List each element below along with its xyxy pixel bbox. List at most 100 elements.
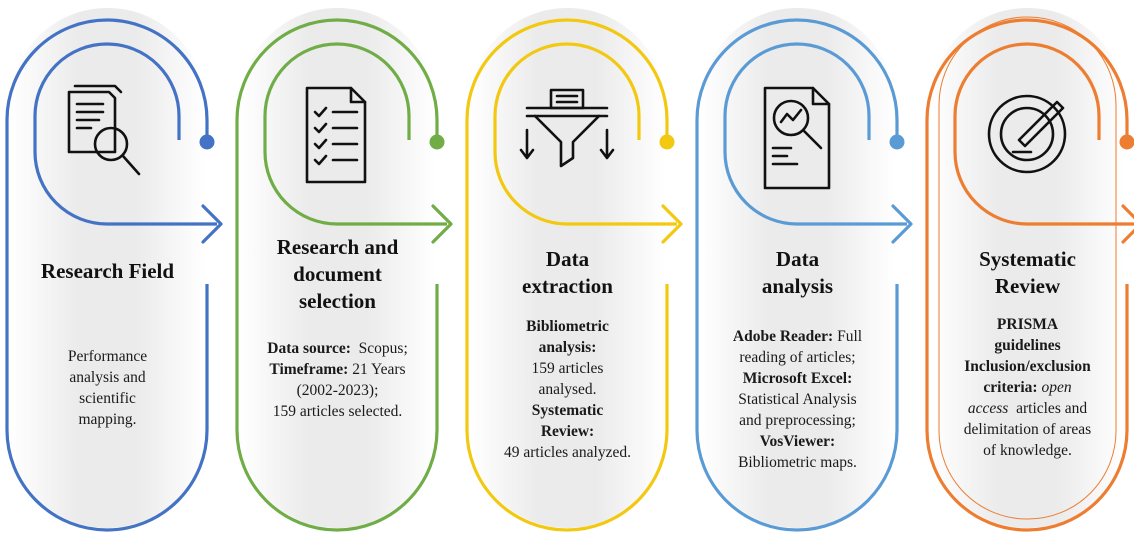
- step-description-line: Review:: [480, 421, 655, 442]
- text-segment: open: [1037, 379, 1072, 396]
- outer-arc: [235, 18, 439, 532]
- text-segment: scientific: [79, 390, 136, 407]
- step-data-analysis-graphic: [695, 8, 913, 532]
- text-segment: Scopus;: [350, 340, 408, 357]
- text-segment: 159 articles selected.: [272, 403, 403, 420]
- inner-arc: [723, 42, 907, 226]
- flow-arrow-icon: [201, 204, 223, 244]
- connector-dot: [199, 134, 215, 150]
- text-segment: Bibliometric maps.: [738, 454, 857, 471]
- text-segment: delimitation of areas: [963, 421, 1092, 438]
- step-title-line: extraction: [522, 274, 613, 298]
- flow-arrow-icon: [1121, 204, 1134, 244]
- step-description-line: mapping.: [20, 409, 195, 430]
- text-segment: 49 articles analyzed.: [504, 444, 631, 461]
- step-description-line: analysis and: [20, 367, 195, 388]
- inner-arc: [493, 42, 677, 226]
- step-description-line: 159 articles: [480, 358, 655, 379]
- step-panel: [240, 8, 435, 528]
- outer-arc: [695, 18, 899, 532]
- step-systematic-review-graphic: [925, 8, 1134, 532]
- step-description-line: analysis:: [480, 337, 655, 358]
- text-segment: 21 Years: [348, 361, 406, 378]
- step-title-line: Data: [545, 247, 590, 271]
- step-description-line: Inclusion/exclusion: [940, 356, 1115, 377]
- flow-arrow-icon: [891, 204, 913, 244]
- step-description-line: Performance: [20, 346, 195, 367]
- step-description-line: Systematic: [480, 400, 655, 421]
- step-description: Bibliometric analysis: 159 articles analyse…: [480, 316, 655, 463]
- step-title-line: document: [293, 262, 382, 286]
- text-segment: analysis:: [538, 339, 597, 356]
- text-segment: Timeframe:: [269, 361, 349, 378]
- step-title: Research and document selection: [250, 234, 425, 315]
- step-description-line: scientific: [20, 388, 195, 409]
- step-description-line: guidelines: [940, 335, 1115, 356]
- outer-arc: [925, 18, 1129, 532]
- step-description-line: delimitation of areas: [940, 419, 1115, 440]
- outer-arc: [5, 18, 209, 532]
- text-segment: Review:: [540, 423, 595, 440]
- text-segment: analysed.: [538, 381, 597, 398]
- text-segment: Adobe Reader:: [732, 328, 834, 345]
- text-segment: Bibliometric: [526, 318, 609, 335]
- checklist-icon: [305, 86, 367, 184]
- step-description-line: 49 articles analyzed.: [480, 442, 655, 463]
- connector-dot: [889, 134, 905, 150]
- step-description-line: Timeframe: 21 Years: [250, 359, 425, 380]
- step-title-line: Data: [775, 247, 820, 271]
- text-segment: guidelines: [994, 337, 1061, 354]
- text-segment: analysis and: [69, 369, 146, 386]
- text-segment: VosViewer:: [759, 433, 836, 450]
- step-description-line: 159 articles selected.: [250, 401, 425, 422]
- step-description-line: access articles and: [940, 398, 1115, 419]
- text-segment: PRISMA: [996, 316, 1059, 333]
- step-panel: [470, 8, 665, 528]
- step-document-selection-graphic: [235, 8, 453, 532]
- connector-dot: [429, 134, 445, 150]
- flow-arrow-icon: [431, 204, 453, 244]
- step-title-line: Research Field: [40, 259, 175, 283]
- target-pencil-icon: [987, 94, 1067, 174]
- step-title-line: Review: [994, 274, 1061, 298]
- step-title: Research Field: [20, 258, 195, 285]
- text-segment: articles and: [1008, 400, 1088, 417]
- step-panel: [930, 8, 1125, 528]
- text-segment: Performance: [67, 348, 148, 365]
- text-segment: access: [967, 400, 1009, 417]
- step-description-line: (2002-2023);: [250, 380, 425, 401]
- text-segment: mapping.: [78, 411, 137, 428]
- step-title-line: Systematic: [979, 247, 1076, 271]
- step-description-line: Adobe Reader: Full: [710, 326, 885, 347]
- text-segment: Inclusion/exclusion: [964, 358, 1091, 375]
- step-description-line: reading of articles;: [710, 347, 885, 368]
- inner-arc: [953, 42, 1134, 226]
- step-description-line: criteria: open: [940, 377, 1115, 398]
- filter-funnel-icon: [519, 88, 615, 168]
- outer-arc: [465, 18, 669, 532]
- step-description-line: PRISMA: [940, 314, 1115, 335]
- step-description-line: analysed.: [480, 379, 655, 400]
- flow-arrow-icon: [661, 204, 683, 244]
- text-segment: Statistical Analysis: [738, 391, 857, 408]
- step-description-line: Bibliometric: [480, 316, 655, 337]
- text-segment: Full: [833, 328, 863, 345]
- step-panel: [10, 8, 205, 528]
- step-research-field-graphic: [5, 8, 223, 532]
- step-title-line: Research and: [276, 235, 399, 259]
- step-description-line: VosViewer:: [710, 431, 885, 452]
- step-title-line: selection: [299, 289, 376, 313]
- text-segment: 159 articles: [531, 360, 604, 377]
- text-segment: of knowledge.: [983, 442, 1072, 459]
- document-magnifier-icon: [67, 84, 141, 176]
- inner-arc: [33, 42, 217, 226]
- text-segment: (2002-2023);: [296, 382, 379, 399]
- step-description-line: Bibliometric maps.: [710, 452, 885, 473]
- text-segment: reading of articles;: [739, 349, 856, 366]
- step-title: Data extraction: [480, 246, 655, 300]
- text-segment: and preprocessing;: [739, 412, 856, 429]
